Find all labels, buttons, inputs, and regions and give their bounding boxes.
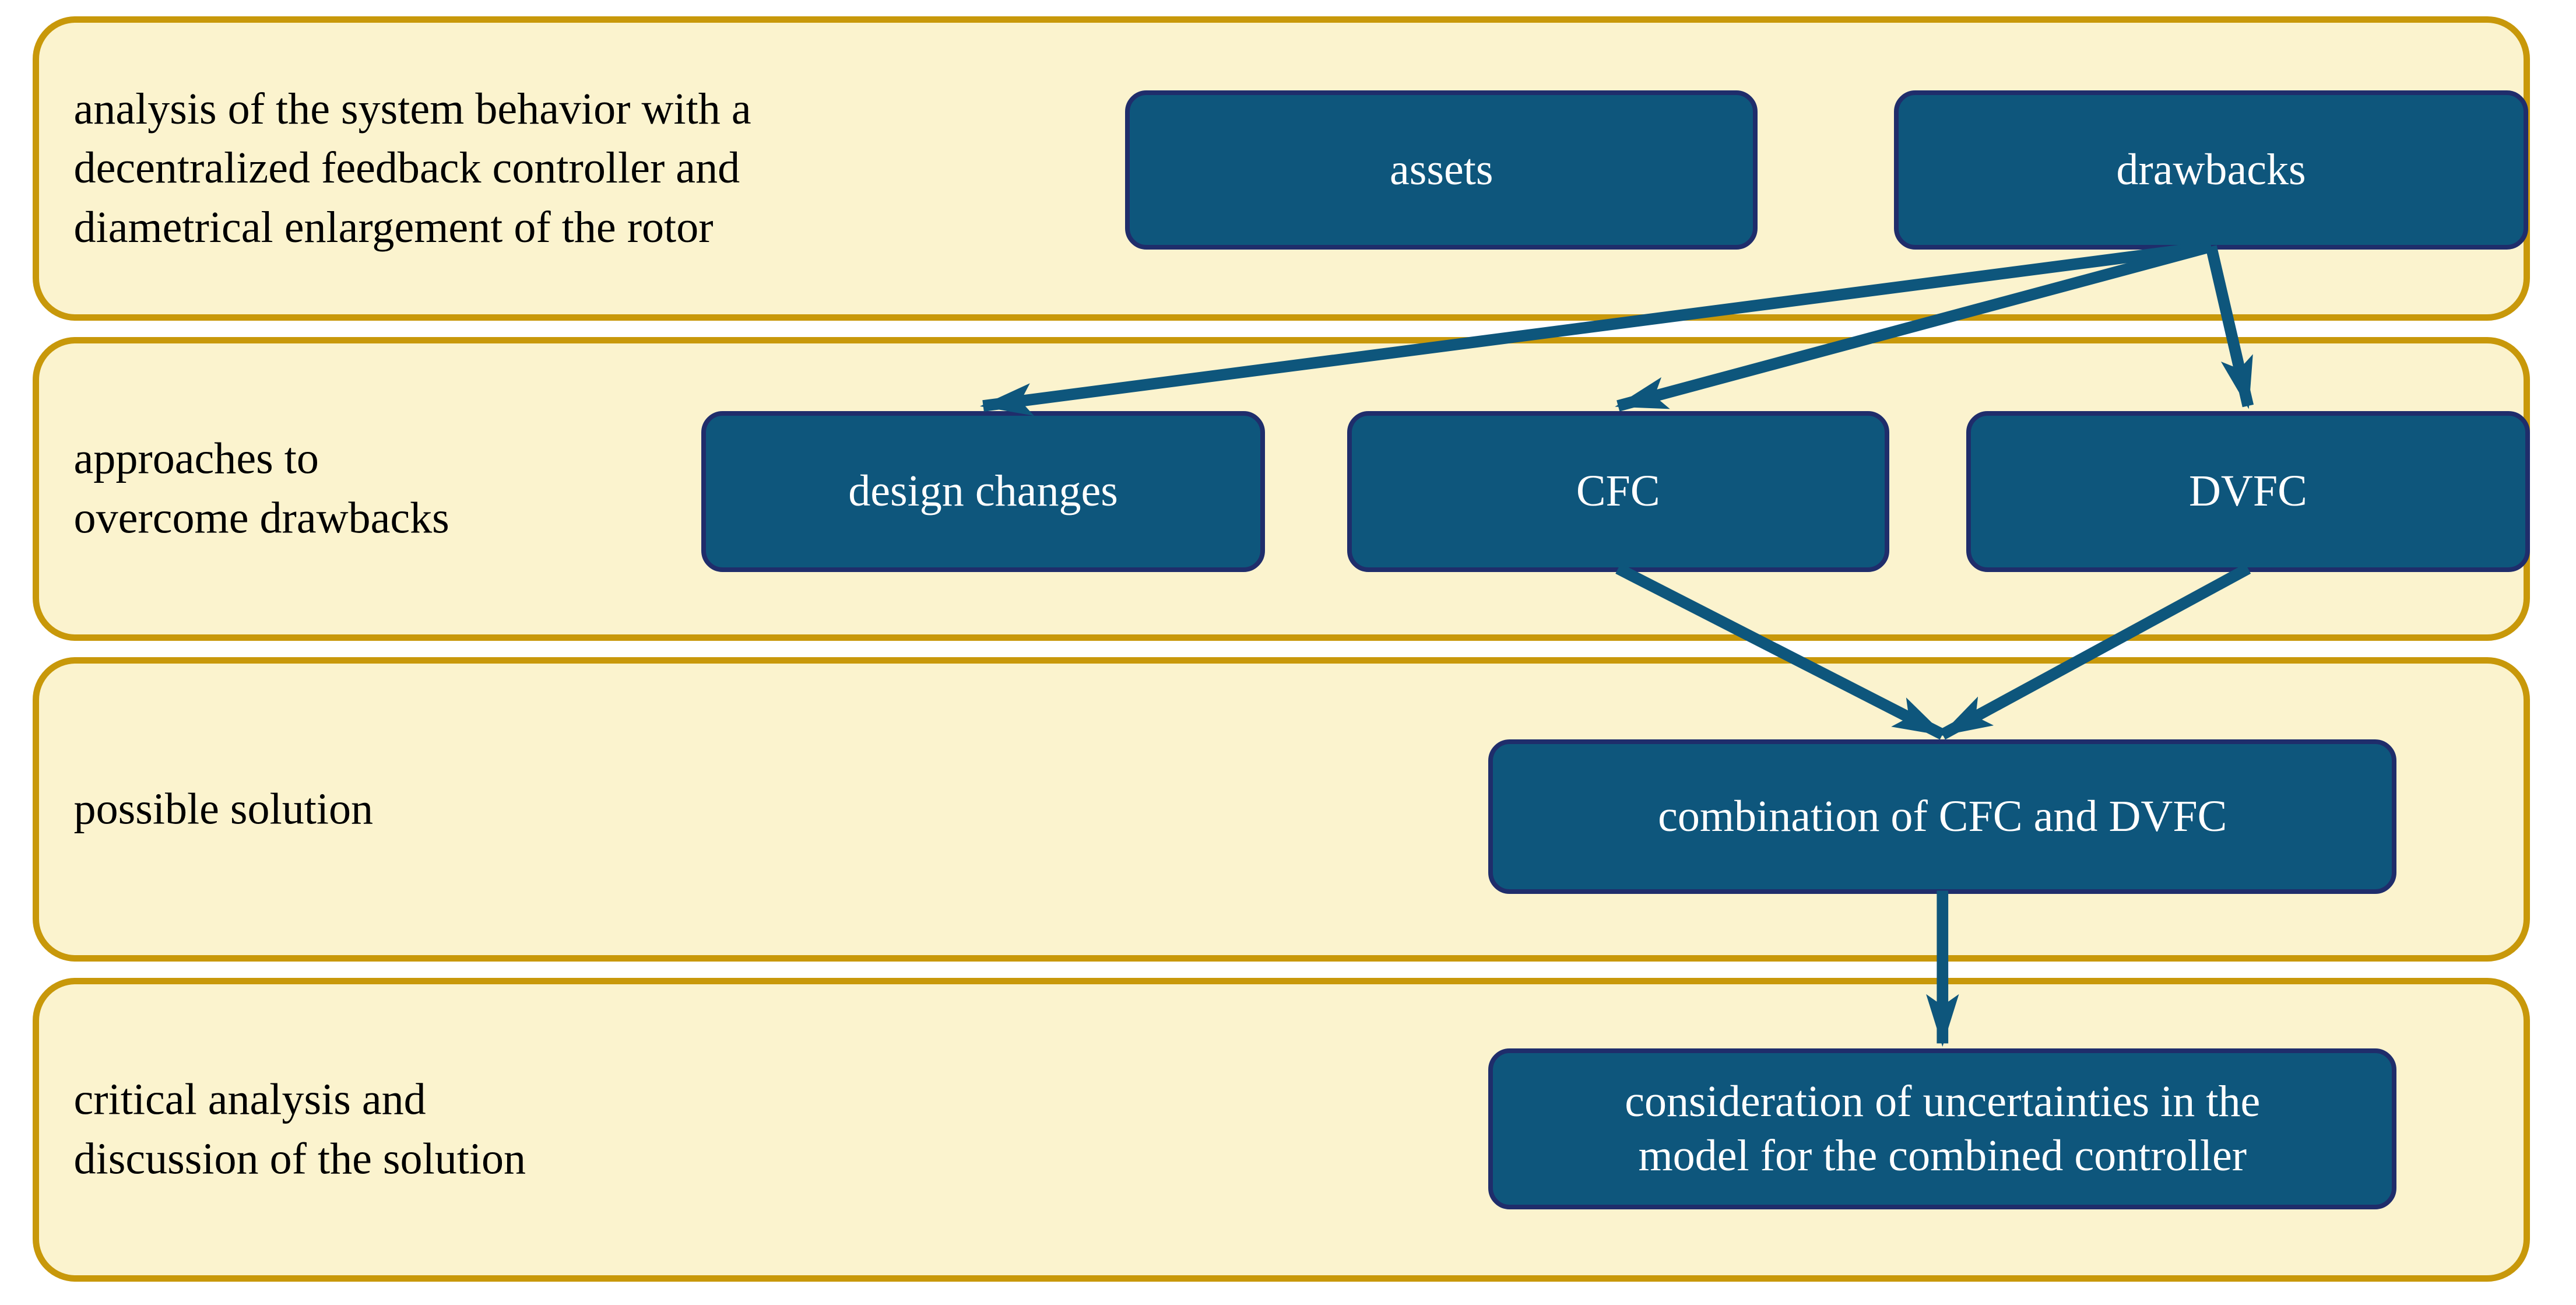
node-combination: combination of CFC and DVFC [1488, 739, 2397, 894]
node-consideration: consideration of uncertainties in the mo… [1488, 1048, 2397, 1210]
node-dvfc-label: DVFC [2188, 466, 2307, 516]
node-drawbacks-label: drawbacks [2116, 145, 2306, 195]
node-cfc: CFC [1347, 411, 1889, 572]
band-analysis-label: analysis of the system behavior with a d… [73, 84, 751, 252]
node-design-changes-label: design changes [848, 466, 1118, 516]
node-assets: assets [1125, 90, 1758, 250]
band-critical-label: critical analysis and discussion of the … [73, 1075, 526, 1184]
node-cfc-label: CFC [1576, 466, 1660, 516]
node-drawbacks: drawbacks [1894, 90, 2528, 250]
node-design-changes: design changes [701, 411, 1265, 572]
node-consideration-label: consideration of uncertainties in the mo… [1625, 1076, 2261, 1180]
node-assets-label: assets [1390, 145, 1493, 195]
band-approaches-label: approaches to overcome drawbacks [73, 434, 449, 543]
node-combination-label: combination of CFC and DVFC [1658, 792, 2227, 841]
band-solution-label: possible solution [73, 784, 374, 834]
node-dvfc: DVFC [1966, 411, 2530, 572]
